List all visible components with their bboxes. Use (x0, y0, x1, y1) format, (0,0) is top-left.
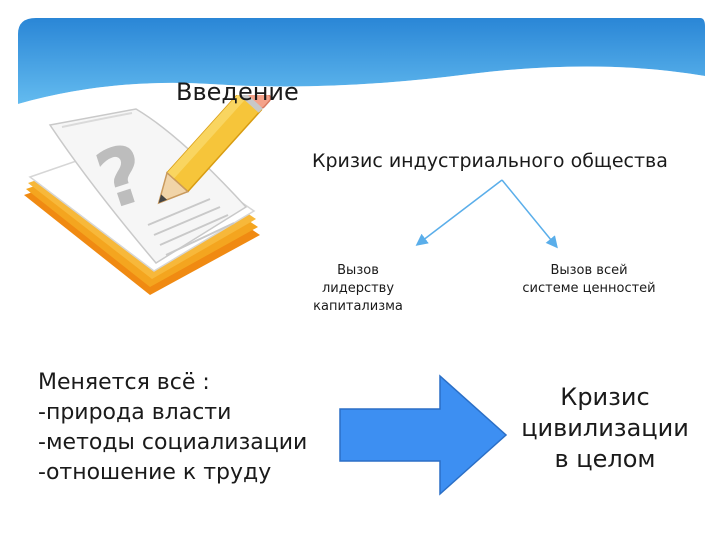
crisis-heading: Кризис индустриального общества (312, 150, 668, 172)
branch-arrow-left (415, 179, 503, 246)
challenge-value-system: Вызов всей системе ценностей (522, 263, 656, 296)
header-wave-banner (18, 18, 705, 110)
notebook-pages-icon (24, 108, 260, 295)
slide-title: Введение (176, 78, 299, 106)
pencil-icon (157, 95, 272, 205)
big-right-arrow-icon (339, 374, 508, 496)
challenge-capitalism-leadership: Вызов лидерству капитализма (313, 263, 403, 314)
civilization-crisis-conclusion: Кризис цивилизации в целом (521, 383, 689, 473)
branch-arrow-right (501, 179, 558, 249)
notebook-pencil-illustration: ? (24, 95, 272, 295)
changes-list: Меняется всё : -природа власти -методы с… (38, 370, 308, 485)
